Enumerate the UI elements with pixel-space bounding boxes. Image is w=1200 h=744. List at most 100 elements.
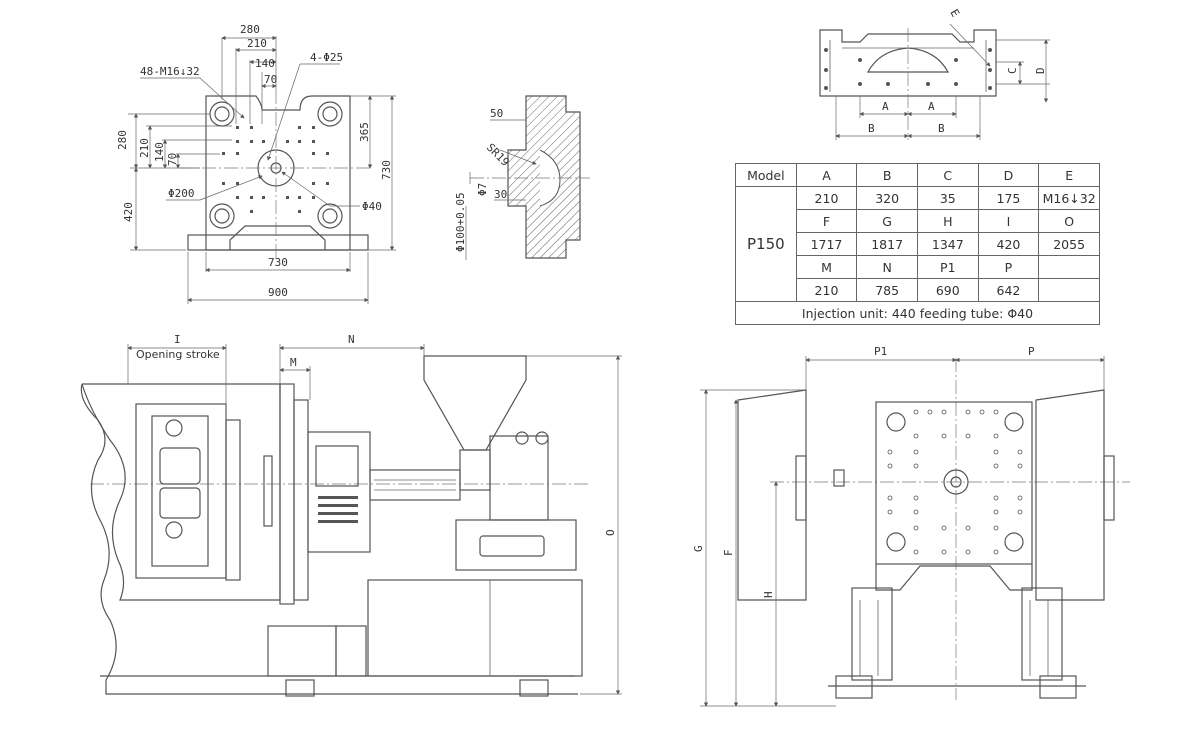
right-guard-handle [1103, 455, 1115, 521]
spec-footer-row: Injection unit: 440 feeding tube: Φ40 [735, 301, 1100, 325]
base-cabinet [367, 579, 583, 677]
dim-210-top: 210 [247, 37, 267, 50]
dim-nozzle-50: 50 [490, 107, 503, 120]
label-f: F [722, 549, 735, 556]
label-e: E [947, 7, 962, 19]
spec-cell: G [856, 209, 918, 233]
tie-bar-hole-br [317, 203, 343, 229]
spec-footer: Injection unit: 440 feeding tube: Φ40 [735, 301, 1100, 325]
dim-ring-diameter: Φ200 [168, 187, 195, 200]
label-c: C [1006, 67, 1019, 74]
label-n: N [348, 333, 355, 346]
dim-4-holes: 4-Φ25 [310, 51, 343, 64]
platen-base [187, 234, 369, 251]
spec-cell: 2055 [1038, 232, 1100, 256]
spec-cell-empty [1038, 255, 1100, 279]
label-i: I [174, 333, 181, 346]
spec-cell-empty [1038, 278, 1100, 302]
dim-tapped-holes: 48-M16↓32 [140, 65, 200, 78]
door-handle [263, 455, 273, 527]
spec-cell: M16↓32 [1038, 186, 1100, 210]
spec-cell: 210 [795, 186, 858, 210]
spec-cell: F [795, 209, 858, 233]
dim-280-top: 280 [240, 23, 260, 36]
dim-365-right: 365 [358, 122, 371, 142]
injection-barrel [369, 469, 461, 501]
tie-bar-hole-tr [317, 101, 343, 127]
dim-orifice: Φ7 [476, 183, 489, 196]
header-d: D [977, 163, 1040, 187]
label-d: D [1034, 67, 1047, 74]
spec-header-row: Model A B C D E [735, 163, 1100, 187]
label-b-right: B [938, 122, 945, 135]
spec-cell: 1347 [916, 232, 979, 256]
dim-420-left: 420 [122, 202, 135, 222]
right-leg [1021, 587, 1063, 681]
dim-70-left: 70 [166, 153, 179, 166]
platen-outline [205, 95, 351, 251]
spec-cell: H [916, 209, 979, 233]
dim-210-left: 210 [138, 138, 151, 158]
spec-cell: 420 [977, 232, 1040, 256]
spec-cell: 642 [977, 278, 1040, 302]
spec-cell: 1817 [856, 232, 918, 256]
label-p: P [1028, 345, 1035, 358]
spec-cell: I [977, 209, 1040, 233]
spec-cell: 320 [856, 186, 918, 210]
dim-70-top: 70 [264, 73, 277, 86]
label-g: G [692, 545, 705, 552]
spec-row: M N P1 P [736, 255, 1100, 279]
dim-140-top: 140 [255, 57, 275, 70]
spec-cell: 35 [916, 186, 979, 210]
spec-cell: M [795, 255, 858, 279]
movable-platen [135, 403, 227, 579]
top-view: A A B B E C D [819, 7, 1050, 140]
label-a-left: A [882, 100, 889, 113]
header-b: B [856, 163, 918, 187]
spec-cell: N [856, 255, 918, 279]
dim-center-hole: Φ40 [362, 200, 382, 213]
tie-bar-hole-bl [209, 203, 235, 229]
spec-cell: P1 [916, 255, 979, 279]
label-o: O [604, 529, 617, 536]
dim-nozzle-30: 30 [494, 188, 507, 201]
machine-feet [285, 679, 549, 697]
label-a-right: A [928, 100, 935, 113]
spec-cell: 785 [856, 278, 918, 302]
dim-730-right: 730 [380, 160, 393, 180]
header-c: C [916, 163, 979, 187]
spec-cell: 1717 [795, 232, 858, 256]
control-screen [315, 445, 359, 487]
dim-140-left: 140 [153, 142, 166, 162]
tapped-hole-grid [222, 126, 329, 213]
left-leg [851, 587, 893, 681]
label-h: H [762, 591, 775, 598]
spec-cell: 175 [977, 186, 1040, 210]
nozzle-section-view: 50 SR19 Φ7 30 Φ100+0.05 [454, 95, 590, 260]
label-b-left: B [868, 122, 875, 135]
spec-table: Model A B C D E P150 210 320 35 175 M16↓… [735, 163, 1100, 325]
label-opening-stroke: Opening stroke [136, 348, 220, 361]
spec-cell: 690 [916, 278, 979, 302]
header-model: Model [735, 163, 797, 187]
platen-view: 280 210 140 70 48-M16↓32 4-Φ25 280 210 1… [116, 23, 396, 304]
spec-row: 210 785 690 642 [736, 278, 1100, 302]
header-e: E [1038, 163, 1100, 187]
end-view: P1 P G F H [692, 345, 1130, 707]
header-a: A [795, 163, 858, 187]
spec-row: 1717 1817 1347 420 2055 [736, 232, 1100, 256]
left-guard-handle [795, 455, 807, 521]
spec-row: P150 210 320 35 175 M16↓32 [735, 186, 1100, 302]
spec-cell: 210 [795, 278, 858, 302]
control-panel [307, 431, 371, 553]
model-name: P150 [735, 186, 797, 302]
dim-bore: Φ100+0.05 [454, 192, 467, 252]
dim-280-left: 280 [116, 130, 129, 150]
dim-900-bottom: 900 [268, 286, 288, 299]
side-view: I Opening stroke N M O [80, 333, 622, 697]
spec-cell: O [1038, 209, 1100, 233]
end-platen [875, 401, 1033, 565]
label-p1: P1 [874, 345, 887, 358]
label-m: M [290, 356, 297, 369]
